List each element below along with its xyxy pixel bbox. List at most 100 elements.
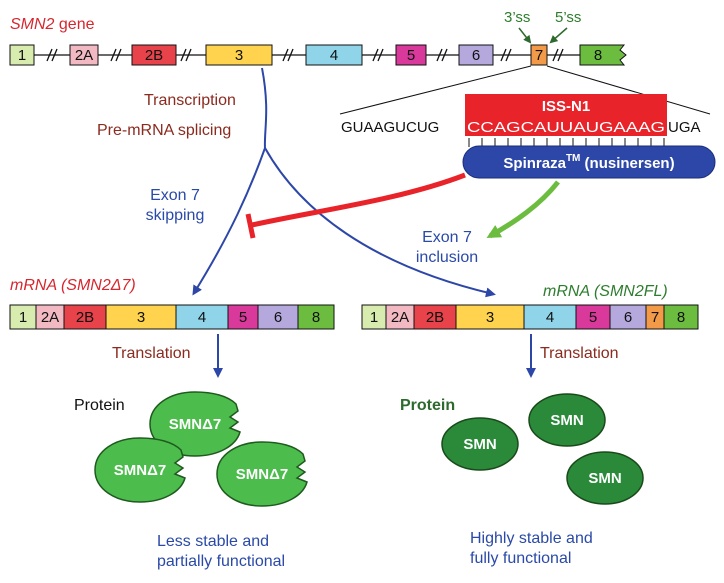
right-exon-2b: 2B bbox=[426, 309, 444, 326]
gene-exon-1 bbox=[9, 44, 35, 66]
gene-exon-8-label: 8 bbox=[594, 47, 602, 64]
gene-exon-6-label: 6 bbox=[472, 47, 480, 64]
skipping-arrow bbox=[192, 147, 266, 296]
left-protein-2-label: SMNΔ7 bbox=[114, 462, 166, 479]
spinraza-generic: (nusinersen) bbox=[580, 155, 674, 172]
spinraza-tm: TM bbox=[566, 153, 580, 164]
zoom-line-left bbox=[339, 65, 532, 115]
splicing-label: Pre-mRNA splicing bbox=[97, 122, 231, 139]
left-outcome-1: Less stable and bbox=[157, 533, 269, 550]
gene-title-rest: gene bbox=[54, 16, 94, 33]
left-mrna-suffix: ) bbox=[128, 277, 135, 294]
gene-exon-5 bbox=[395, 44, 427, 66]
gene-exon-3-label: 3 bbox=[235, 47, 243, 64]
left-exon-2a: 2A bbox=[41, 309, 59, 326]
left-protein-2 bbox=[94, 437, 186, 503]
left-exon-2b: 2B bbox=[76, 309, 94, 326]
right-exon-6: 6 bbox=[624, 309, 632, 326]
intron-breaks bbox=[46, 48, 564, 62]
gene-exon-7 bbox=[530, 44, 548, 66]
right-exon-1: 1 bbox=[370, 309, 378, 326]
promotion-arrow bbox=[486, 180, 560, 239]
transcription-curve bbox=[261, 67, 268, 149]
inclusion-label-2: inclusion bbox=[416, 249, 478, 266]
gene-exon-3 bbox=[205, 44, 273, 66]
left-mrna-title: mRNA (SMN2Δ7) bbox=[10, 277, 136, 294]
gene-title-italic: SMN2 bbox=[10, 16, 55, 33]
right-exon-5: 5 bbox=[589, 309, 597, 326]
spinraza-name: Spinraza bbox=[503, 155, 566, 172]
gene-exon-1-label: 1 bbox=[18, 47, 26, 64]
right-mrna-prefix: mRNA ( bbox=[543, 283, 601, 300]
gene-exon-2b bbox=[131, 44, 177, 66]
right-exon-2a: 2A bbox=[391, 309, 409, 326]
right-exon-8: 8 bbox=[677, 309, 685, 326]
sequence-after: UGA bbox=[668, 119, 701, 136]
transcription-label: Transcription bbox=[144, 92, 236, 109]
left-protein-1-label: SMNΔ7 bbox=[169, 416, 221, 433]
splice-site-3: 3’ss bbox=[504, 9, 530, 26]
right-mrna-title: mRNA (SMN2FL) bbox=[543, 283, 668, 300]
right-mrna-suffix: ) bbox=[660, 283, 667, 300]
right-outcome-1: Highly stable and bbox=[470, 530, 593, 547]
right-protein-3-label: SMN bbox=[588, 470, 621, 487]
right-mrna-name: SMN2FL bbox=[599, 283, 662, 300]
left-protein-3 bbox=[216, 441, 308, 507]
right-mrna-bar bbox=[361, 304, 699, 330]
issn1-box bbox=[465, 94, 667, 116]
issn1-label: ISS-N1 bbox=[542, 98, 590, 115]
right-exon-4: 4 bbox=[546, 309, 554, 326]
left-exon-4: 4 bbox=[198, 309, 206, 326]
inhibition-line bbox=[251, 172, 466, 228]
gene-exon-2a bbox=[69, 44, 99, 66]
left-protein-1 bbox=[149, 391, 241, 457]
right-protein-2 bbox=[441, 417, 519, 471]
right-protein-3 bbox=[566, 451, 644, 505]
sequence-before: GUAAGUCUG bbox=[341, 119, 439, 136]
inhibition-bar bbox=[245, 213, 256, 239]
right-translation-label: Translation bbox=[540, 345, 619, 362]
splice-site-5-arrow bbox=[549, 27, 568, 44]
skipping-label-2: skipping bbox=[146, 207, 205, 224]
gene-exon-2b-label: 2B bbox=[145, 47, 163, 64]
right-protein-1 bbox=[528, 393, 606, 447]
left-exon-3: 3 bbox=[137, 309, 145, 326]
right-protein-1-label: SMN bbox=[550, 412, 583, 429]
splice-site-3-arrow bbox=[518, 27, 532, 44]
splice-site-5: 5’ss bbox=[555, 9, 581, 26]
left-exon-8: 8 bbox=[312, 309, 320, 326]
sequence-target: CCAGCAUUAUGAAAG bbox=[467, 119, 665, 136]
inclusion-label-1: Exon 7 bbox=[422, 229, 472, 246]
right-protein-2-label: SMN bbox=[463, 436, 496, 453]
left-mrna-bar bbox=[9, 304, 335, 330]
zoom-line-right bbox=[546, 65, 711, 115]
right-outcome-2: fully functional bbox=[470, 550, 571, 567]
gene-exon-4-label: 4 bbox=[330, 47, 338, 64]
skipping-label-1: Exon 7 bbox=[150, 187, 200, 204]
issn1-target-highlight bbox=[465, 116, 667, 136]
gene-exon-8 bbox=[579, 44, 627, 66]
gene-exon-4 bbox=[305, 44, 363, 66]
spinraza-label: SpinrazaTM (nusinersen) bbox=[503, 153, 674, 172]
left-mrna-name: SMN2Δ7 bbox=[66, 277, 131, 294]
right-exon-7: 7 bbox=[651, 309, 659, 326]
gene-exon-5-label: 5 bbox=[407, 47, 415, 64]
gene-exon-7-label: 7 bbox=[535, 47, 543, 64]
left-protein-label: Protein bbox=[74, 397, 125, 414]
left-outcome-2: partially functional bbox=[157, 553, 285, 570]
spinraza-pill bbox=[462, 145, 716, 179]
left-exon-5: 5 bbox=[239, 309, 247, 326]
gene-exon-2a-label: 2A bbox=[75, 47, 93, 64]
left-protein-3-label: SMNΔ7 bbox=[236, 466, 288, 483]
left-exon-1: 1 bbox=[19, 309, 27, 326]
left-mrna-prefix: mRNA ( bbox=[10, 277, 68, 294]
inclusion-arrow bbox=[264, 147, 496, 298]
left-exon-6: 6 bbox=[274, 309, 282, 326]
right-exon-3: 3 bbox=[486, 309, 494, 326]
gene-exon-6 bbox=[458, 44, 494, 66]
gene-title: SMN2 gene bbox=[10, 16, 95, 33]
sequence: GUAAGUCUG bbox=[341, 119, 439, 136]
right-protein-label: Protein bbox=[400, 397, 455, 414]
